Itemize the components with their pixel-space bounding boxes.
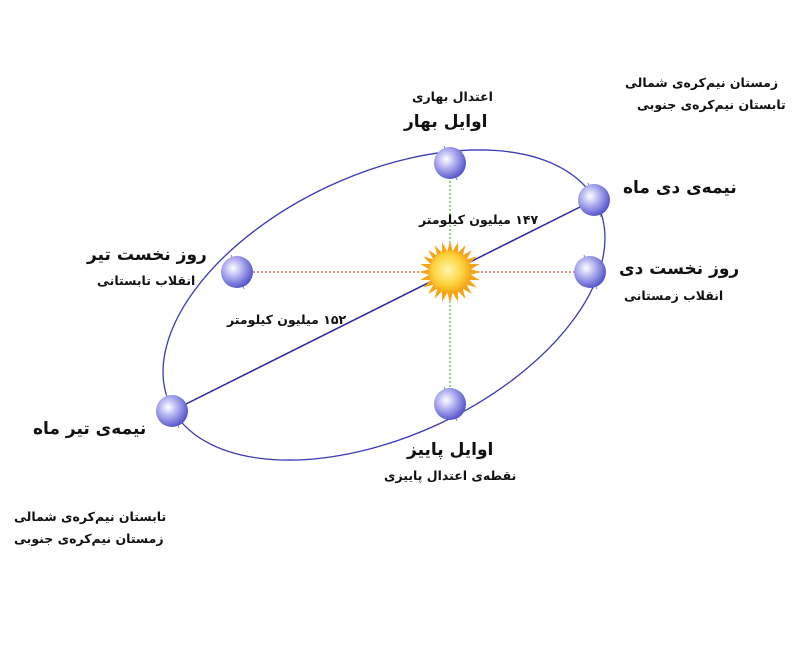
note-bottom-left-line1: تابستان نیم‌کره‌ی شمالی (14, 509, 167, 524)
label-first-dey: روز نخست دی (619, 259, 740, 279)
label-first-tir: روز نخست تیر (87, 245, 207, 265)
label-mid-dey: نیمه‌ی دی ماه (623, 178, 737, 198)
note-top-right-line2: تابستان نیم‌کره‌ی جنوبی (637, 97, 786, 112)
label-summer-solstice: انقلاب تابستانی (97, 273, 196, 288)
earth-mid-tir (156, 393, 188, 429)
label-spring-start: اوایل بهار (404, 112, 488, 132)
label-autumn-start: اوایل پاییز (407, 440, 494, 460)
label-distance-147: ۱۴۷ میلیون کیلومتر (419, 212, 539, 227)
earth-first-dey (574, 254, 606, 290)
earth-spring (434, 145, 466, 181)
sun-core (429, 251, 471, 293)
earth-first-tir (221, 254, 253, 290)
label-mid-tir: نیمه‌ی تیر ماه (33, 419, 147, 439)
major-axis-line (171, 199, 595, 412)
label-winter-solstice: انقلاب زمستانی (624, 288, 724, 303)
note-bottom-left-line2: زمستان نیم‌کره‌ی جنوبی (14, 531, 164, 546)
label-autumn-equinox: نقطه‌ی اعتدال پاییزی (384, 468, 517, 483)
earth-autumn (434, 386, 466, 422)
label-spring-equinox: اعتدال بهاری (412, 89, 493, 104)
earth-mid-dey (578, 182, 610, 218)
label-distance-152: ۱۵۲ میلیون کیلومتر (227, 312, 347, 327)
sun-icon (419, 241, 481, 303)
note-top-right-line1: زمستان نیم‌کره‌ی شمالی (625, 75, 779, 90)
